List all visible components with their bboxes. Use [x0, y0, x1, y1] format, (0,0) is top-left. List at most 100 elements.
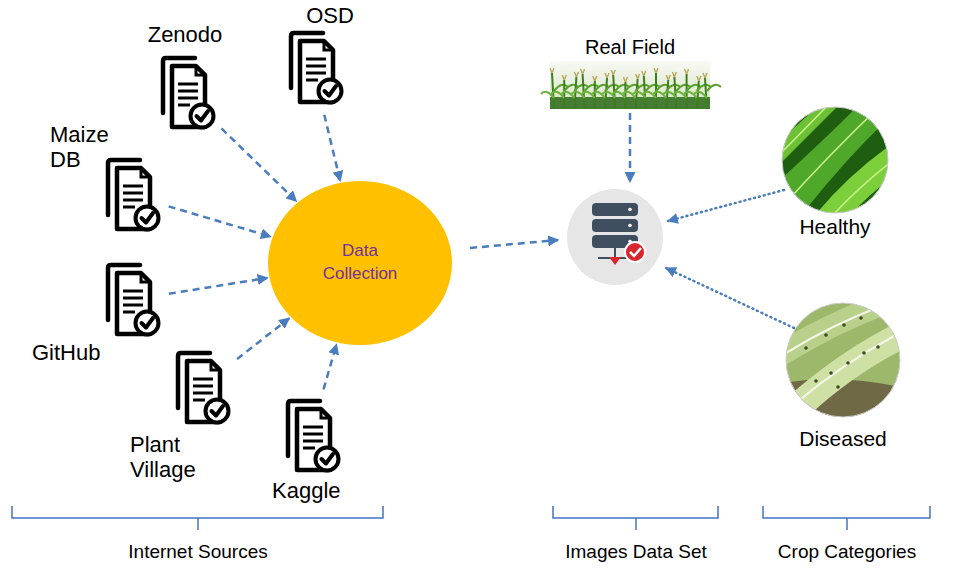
corn-stalk — [705, 78, 707, 109]
database-icon — [592, 219, 638, 232]
check-icon — [191, 105, 214, 128]
document-icon — [321, 409, 330, 418]
bracket — [12, 506, 383, 518]
corn-tassel — [550, 68, 554, 73]
disease-spot — [829, 371, 833, 375]
disease-spot — [836, 385, 840, 389]
corn-tassel — [611, 70, 615, 75]
field-photo: Real Field — [550, 61, 710, 109]
check-icon — [136, 312, 159, 335]
leaf-photo: Diseased — [786, 303, 900, 417]
bracket — [197, 518, 199, 530]
bracket — [635, 518, 637, 530]
document-icon — [123, 186, 143, 207]
check-icon — [136, 207, 159, 230]
document-icon — [123, 291, 143, 312]
check-icon — [325, 86, 337, 96]
dashed-arrow — [629, 113, 632, 182]
check-icon — [142, 213, 154, 223]
source-document-shape — [100, 157, 160, 233]
source-document: Kaggle — [280, 398, 340, 474]
database-icon — [567, 189, 663, 285]
source-document-shape — [155, 55, 215, 131]
disease-spot — [804, 346, 808, 350]
corn-stalk — [605, 78, 607, 109]
document-icon — [211, 361, 220, 370]
disease-spot — [824, 333, 828, 337]
document-icon — [141, 273, 150, 282]
disease-spot — [876, 345, 880, 349]
document-icon — [193, 379, 213, 400]
check-icon — [142, 318, 154, 328]
document-icon — [196, 66, 205, 75]
database-icon — [628, 224, 632, 228]
source-document: Zenodo — [155, 55, 215, 131]
node-label: Real Field — [585, 36, 675, 59]
disease-spot — [842, 323, 846, 327]
node-label: Kaggle — [272, 478, 341, 503]
node-label: Plant Village — [130, 432, 225, 483]
bracket — [846, 518, 848, 530]
corn-stalk — [563, 80, 565, 109]
dashed-arrow — [323, 344, 336, 389]
bracket-label: Images Data Set — [565, 541, 707, 563]
corn-tassel — [574, 72, 578, 77]
corn-tassel — [666, 75, 670, 80]
photo-outline — [786, 303, 900, 417]
corn-stalk — [594, 81, 596, 109]
node-label: OSD — [306, 3, 354, 28]
corn-leaf — [707, 85, 721, 91]
disease-spot — [862, 351, 866, 355]
corn-tassel — [605, 73, 609, 78]
diseased-leaf — [776, 293, 906, 428]
node-label: Healthy — [799, 215, 870, 239]
node-label: Diseased — [799, 427, 887, 451]
source-document: Maize DB — [100, 157, 160, 233]
check-icon — [212, 406, 224, 416]
source-document-shape — [100, 262, 160, 338]
document-icon — [324, 41, 333, 50]
corn-leaf — [694, 92, 707, 98]
photo-outline — [782, 107, 888, 213]
dashed-arrow — [221, 128, 296, 201]
document-icon — [306, 59, 326, 80]
corn-tassel — [642, 71, 646, 76]
check-icon — [319, 80, 342, 103]
bracket — [553, 506, 718, 518]
corn-tassel — [654, 68, 658, 73]
database-icon — [628, 208, 632, 212]
process-ellipse: Data Collection — [268, 181, 452, 345]
check-icon — [206, 400, 229, 423]
bracket-label: Crop Categories — [778, 541, 916, 563]
corn-tassel — [636, 74, 640, 79]
corn-tassel — [593, 76, 597, 81]
leaf-photo-shape — [782, 107, 888, 213]
check-icon — [316, 448, 339, 471]
dashed-arrow — [169, 278, 268, 294]
document-icon — [178, 84, 198, 105]
bracket-label: Internet Sources — [128, 541, 267, 563]
database-icon — [630, 248, 641, 256]
dashed-arrow — [324, 115, 340, 181]
field-sky — [550, 61, 710, 109]
check-icon — [197, 111, 209, 121]
corn-stalk — [666, 80, 668, 109]
corn-tassel — [685, 69, 689, 74]
dashed-arrow — [237, 318, 289, 359]
corn-tassel — [672, 72, 676, 77]
disease-spot — [814, 379, 818, 383]
bracket — [12, 506, 930, 530]
text-holder: Data Collection — [268, 181, 452, 345]
database-icon — [609, 257, 621, 265]
node-label: Zenodo — [148, 22, 223, 47]
disease-spot — [846, 361, 850, 365]
leaf-photo-shape — [786, 303, 900, 417]
dashed-arrow — [470, 240, 558, 248]
dashed-arrow — [470, 113, 794, 328]
dashed-arrow — [169, 206, 271, 236]
corn-tassel — [623, 77, 627, 82]
dashed-arrow — [666, 268, 794, 328]
source-document: Plant Village — [170, 350, 230, 426]
field-photo-shape — [550, 61, 710, 109]
